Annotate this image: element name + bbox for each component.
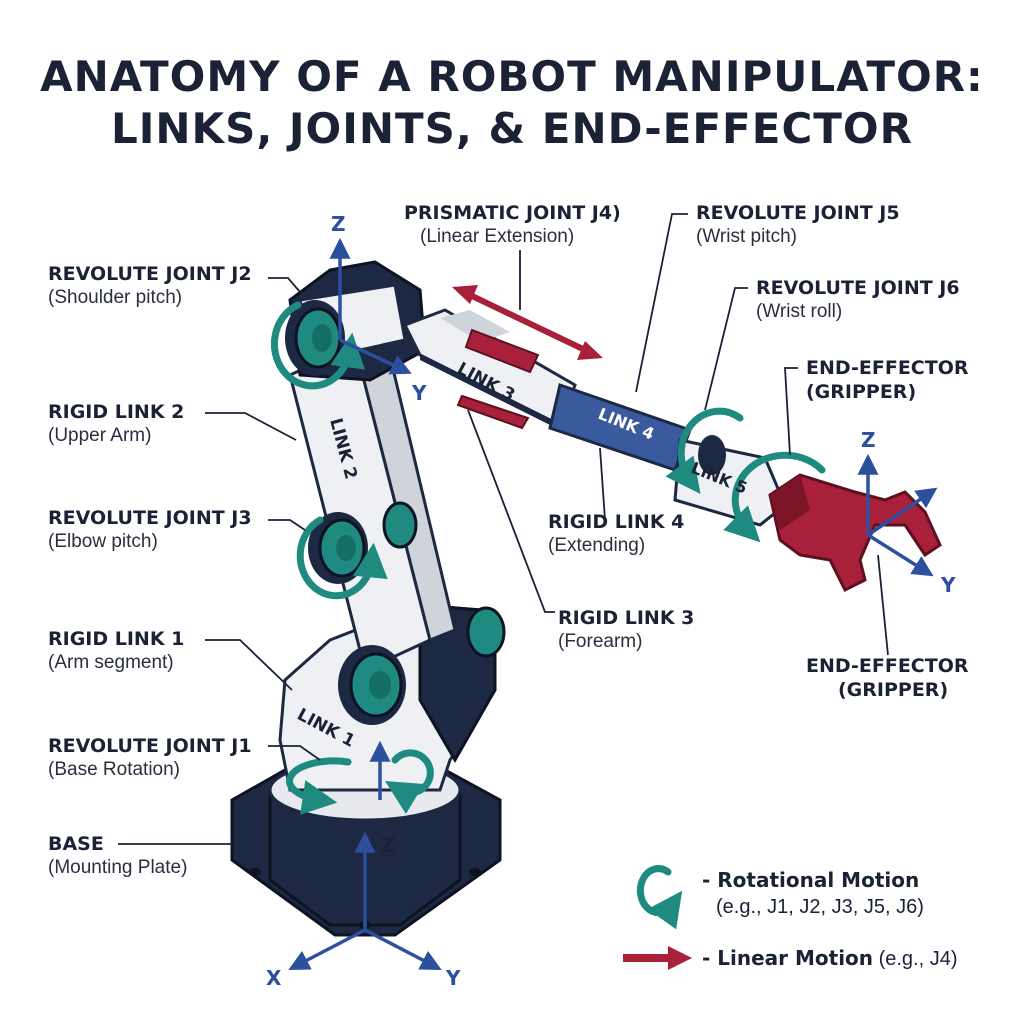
j2-heading: REVOLUTE JOINT J2 [48,263,252,285]
ee-y-label: Y [940,573,956,597]
diagram-title-line-1: ANATOMY OF A ROBOT MANIPULATOR: [40,52,984,101]
ee-y-axis [867,533,934,577]
joint-link1-disc [338,645,406,725]
leader-j2 [268,277,301,293]
leader-j1 [268,745,321,761]
base-heading: BASE [48,833,104,855]
label-end-effector-top: END-EFFECTOR (GRIPPER) [806,356,969,404]
link1-subheading: (Arm segment) [48,652,174,673]
label-revolute-joint-j1: REVOLUTE JOINT J1 (Base Rotation) [48,734,252,782]
gripper [768,473,942,593]
link3-heading: RIGID LINK 3 [558,607,695,629]
label-revolute-joint-j6: REVOLUTE JOINT J6 (Wrist roll) [756,276,960,324]
label-revolute-joint-j5: REVOLUTE JOINT J5 (Wrist pitch) [696,201,900,249]
leader-link1 [205,639,293,691]
leader-link4 [599,447,606,521]
j2-subheading: (Shoulder pitch) [48,287,183,308]
joint-j2-disc [285,300,345,376]
leader-j5 [635,213,688,393]
link1-heading: RIGID LINK 1 [48,628,185,650]
j2-rotation-arrow [270,301,365,390]
base-y-axis [364,928,442,970]
label-end-effector-bottom: END-EFFECTOR (GRIPPER) [806,654,969,702]
diagram-title-line-2: LINKS, JOINTS, & END-EFFECTOR [111,104,913,153]
ee-top-heading: END-EFFECTOR [806,357,969,379]
j5-subheading: (Wrist pitch) [696,226,797,247]
ee-bottom-heading-2: (GRIPPER) [838,679,949,701]
j4-heading: PRISMATIC JOINT J4) [404,202,621,224]
j1-subheading: (Base Rotation) [48,759,181,780]
base-x-axis [288,928,366,970]
label-revolute-joint-j2: REVOLUTE JOINT J2 (Shoulder pitch) [48,262,252,310]
label-base: BASE (Mounting Plate) [48,832,187,880]
label-rigid-link-4: RIGID LINK 4 (Extending) [548,510,684,558]
label-prismatic-joint-j4: PRISMATIC JOINT J4) (Linear Extension) [404,201,621,249]
link2-heading: RIGID LINK 2 [48,401,185,423]
ee-top-heading-2: (GRIPPER) [806,381,917,403]
base-subheading: (Mounting Plate) [48,857,188,878]
legend-rotational-label: - Rotational Motion [702,868,920,892]
legend-rotational: - Rotational Motion (e.g., J1, J2, J3, J… [702,867,924,920]
link4-subheading: (Extending) [548,535,646,556]
legend-linear-icon [623,946,692,970]
shoulder-y-label: Y [411,381,427,405]
label-rigid-link-1: RIGID LINK 1 (Arm segment) [48,627,184,675]
label-rigid-link-3: RIGID LINK 3 (Forearm) [558,606,694,654]
label-rigid-link-2: RIGID LINK 2 (Upper Arm) [48,400,184,448]
j5-heading: REVOLUTE JOINT J5 [696,202,900,224]
j6-subheading: (Wrist roll) [756,301,843,322]
ee-z-label: Z [861,428,876,452]
j3-rotation-arrow [296,516,388,600]
j4-linear-arrow [452,285,603,360]
legend-rotation-icon [636,865,683,930]
base-y-label: Y [445,966,461,990]
link2-subheading: (Upper Arm) [48,425,152,446]
base-z-label: Z [381,833,396,857]
j6-rotation-arrow [723,451,826,543]
j1-heading: REVOLUTE JOINT J1 [48,735,252,757]
leader-link3 [467,409,555,613]
link3-subheading: (Forearm) [558,631,643,652]
shoulder-z-label: Z [331,212,346,236]
ee-bottom-heading: END-EFFECTOR [806,655,969,677]
leader-j3 [268,519,306,531]
leader-ee-top [784,367,798,456]
j3-subheading: (Elbow pitch) [48,531,158,552]
leader-ee-bottom [877,554,889,656]
j3-heading: REVOLUTE JOINT J3 [48,507,252,529]
j1-rotation-arrow [286,757,352,815]
j5-rotation-arrow [665,407,744,495]
j1-rotation-arrow-b [384,749,434,815]
j4-subheading: (Linear Extension) [420,226,575,247]
leader-link2 [205,412,297,441]
legend-linear-examples: (e.g., J4) [878,948,958,970]
leader-j6 [704,287,748,411]
legend-linear: - Linear Motion (e.g., J4) [702,945,958,972]
ee-x-axis [867,487,938,537]
link4-heading: RIGID LINK 4 [548,511,685,533]
legend-rotational-examples: (e.g., J1, J2, J3, J5, J6) [716,896,924,918]
legend-linear-label: - Linear Motion [702,946,874,970]
label-revolute-joint-j3: REVOLUTE JOINT J3 (Elbow pitch) [48,506,252,554]
link-3-body [402,308,577,430]
base-x-label: X [266,966,282,990]
j6-heading: REVOLUTE JOINT J6 [756,277,960,299]
shoulder-y-axis [339,338,412,375]
